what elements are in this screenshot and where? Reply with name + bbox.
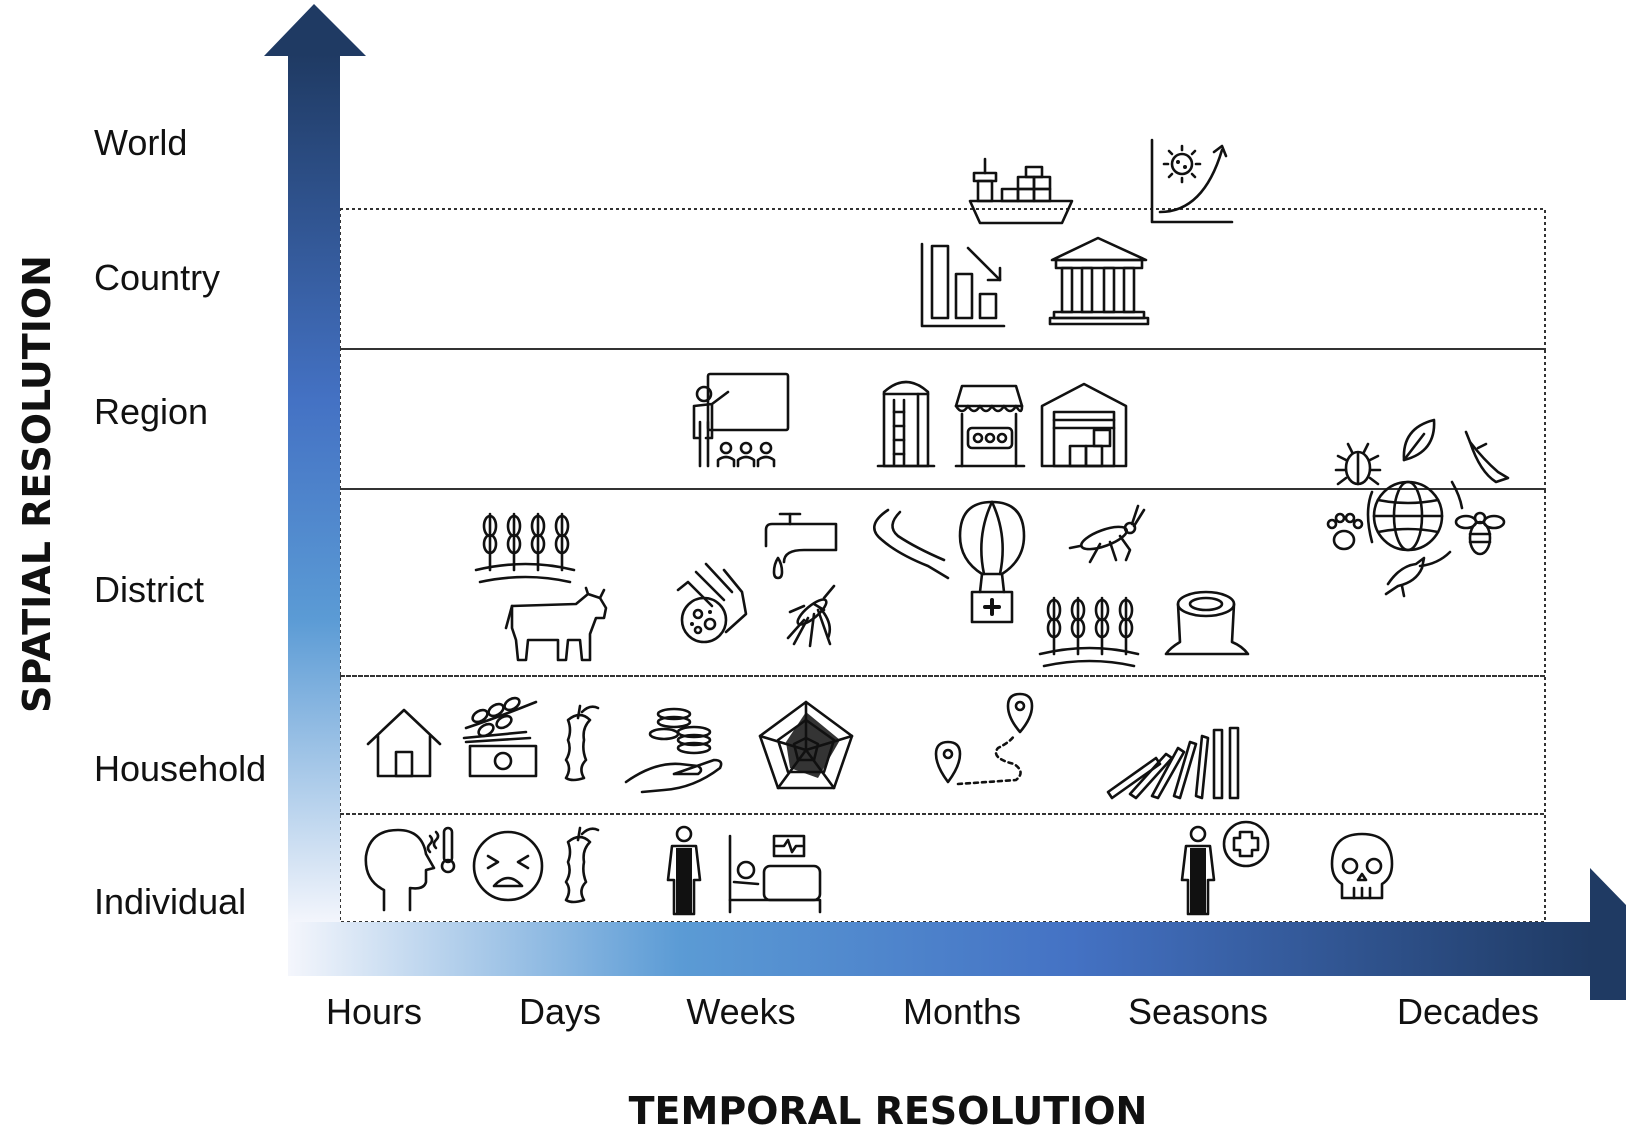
spatial-level-labels: World Country Region District Household … bbox=[94, 122, 266, 922]
level-months: Months bbox=[903, 991, 1021, 1032]
teacher-classroom-icon bbox=[692, 372, 790, 468]
river-icon bbox=[873, 508, 950, 580]
level-country: Country bbox=[94, 257, 220, 298]
declining-bar-chart-icon bbox=[920, 242, 1006, 328]
water-tap-icon bbox=[764, 512, 838, 580]
level-hours: Hours bbox=[326, 991, 422, 1032]
spatial-axis-arrow bbox=[264, 4, 366, 924]
x-axis-title: TEMPORAL RESOLUTION bbox=[629, 1089, 1148, 1130]
level-weeks: Weeks bbox=[686, 991, 795, 1032]
level-world: World bbox=[94, 122, 187, 163]
house-icon bbox=[366, 708, 442, 778]
person-health-icon bbox=[1180, 820, 1270, 916]
wheat-field-icon bbox=[1038, 596, 1140, 668]
infected-hand-icon bbox=[676, 562, 748, 644]
pandemic-growth-chart-icon bbox=[1150, 138, 1234, 224]
distressed-face-icon bbox=[472, 830, 544, 902]
temporal-axis-arrow bbox=[288, 868, 1626, 1000]
market-stall-icon bbox=[954, 384, 1026, 468]
level-individual: Individual bbox=[94, 881, 246, 922]
tree-stump-icon bbox=[1164, 590, 1250, 656]
spider-chart-icon bbox=[758, 700, 854, 790]
level-household: Household bbox=[94, 748, 266, 789]
band-country bbox=[339, 208, 1546, 350]
aid-balloon-icon bbox=[958, 500, 1026, 624]
mosquito-icon bbox=[786, 584, 836, 648]
band-district bbox=[339, 488, 1546, 677]
band-individual bbox=[339, 813, 1546, 923]
level-decades: Decades bbox=[1397, 991, 1539, 1032]
skull-icon bbox=[1330, 832, 1394, 900]
band-region bbox=[339, 348, 1546, 490]
fever-head-icon bbox=[364, 826, 456, 912]
apple-core-icon bbox=[564, 826, 600, 904]
wheat-field-icon bbox=[474, 512, 576, 584]
level-seasons: Seasons bbox=[1128, 991, 1268, 1032]
warehouse-icon bbox=[1040, 382, 1128, 468]
coins-in-hand-icon bbox=[624, 707, 723, 794]
level-region: Region bbox=[94, 391, 208, 432]
person-icon bbox=[666, 825, 702, 916]
money-plant-icon bbox=[462, 696, 538, 778]
temporal-level-labels: Hours Days Weeks Months Seasons Decades bbox=[326, 991, 1539, 1032]
biodiversity-cycle-icon bbox=[1326, 418, 1510, 598]
cow-icon bbox=[504, 586, 608, 662]
hospital-bed-icon bbox=[728, 834, 822, 914]
container-ship-icon bbox=[968, 157, 1074, 225]
level-district: District bbox=[94, 569, 204, 610]
resolution-bands bbox=[339, 208, 1546, 923]
level-days: Days bbox=[519, 991, 601, 1032]
falling-dominoes-icon bbox=[1106, 726, 1240, 800]
apple-core-icon bbox=[564, 704, 600, 782]
government-building-icon bbox=[1048, 236, 1150, 326]
locust-icon bbox=[1068, 504, 1146, 564]
y-axis-title: SPATIAL RESOLUTION bbox=[15, 255, 59, 713]
migration-route-icon bbox=[934, 692, 1034, 786]
grain-silo-icon bbox=[876, 380, 936, 468]
